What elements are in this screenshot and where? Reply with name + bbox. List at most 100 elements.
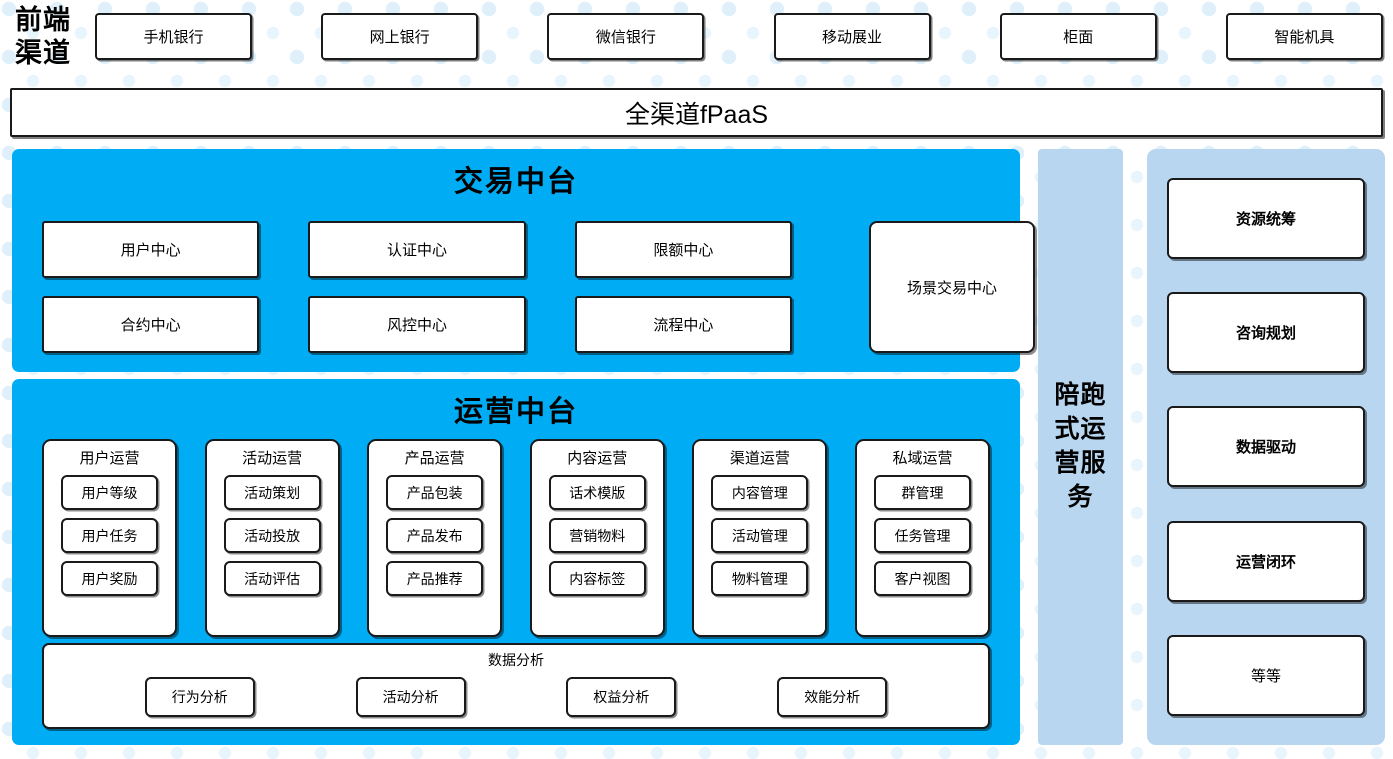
data-analysis-item-label: 权益分析 [593,689,650,705]
trade-center-scene-transaction[interactable]: 场景交易中心 [869,221,1035,353]
ops-item-label: 话术模版 [569,484,626,501]
ops-item[interactable]: 物料管理 [711,561,809,596]
ops-group-content: 内容运营 话术模版 营销物料 内容标签 [529,439,665,637]
ops-group-title: 渠道运营 [729,450,790,467]
data-analysis-item-label: 活动分析 [382,689,439,705]
fpaas-bar[interactable]: 全渠道fPaaS [10,88,1383,137]
ops-item[interactable]: 用户等级 [61,475,158,510]
ops-group-title: 内容运营 [567,450,628,467]
trade-center-limit[interactable]: 限额中心 [574,221,792,278]
service-box-etc[interactable]: 等等 [1167,635,1365,717]
ops-item[interactable]: 内容标签 [548,561,646,596]
ops-item[interactable]: 内容管理 [711,475,809,510]
channel-label: 移动展业 [822,29,883,46]
ops-item-label: 产品包装 [406,484,463,501]
service-label: 等等 [1250,668,1281,686]
ops-group-private-domain: 私域运营 群管理 任务管理 客户视图 [854,439,990,637]
trade-center-label: 风控中心 [386,317,447,334]
ops-item[interactable]: 用户任务 [61,518,158,553]
trade-platform-title: 交易中台 [453,166,578,198]
data-analysis-item-row: 行为分析 活动分析 权益分析 效能分析 [44,677,988,717]
data-analysis-item-label: 行为分析 [171,689,228,705]
ops-item[interactable]: 产品推荐 [386,561,484,596]
ops-item[interactable]: 用户奖励 [61,561,158,596]
trade-center-process[interactable]: 流程中心 [574,296,792,353]
ops-group-title: 产品运营 [404,450,465,467]
ops-item-label: 活动策划 [244,484,301,501]
trade-center-user[interactable]: 用户中心 [42,221,260,278]
channel-label: 手机银行 [143,29,204,46]
data-analysis-item-behavior[interactable]: 行为分析 [144,677,255,717]
channel-label: 柜面 [1063,29,1094,46]
data-analysis-item-benefit[interactable]: 权益分析 [566,677,677,717]
ops-item-label: 用户任务 [81,527,138,544]
ops-item-label: 内容管理 [731,484,788,501]
ops-item-label: 物料管理 [731,570,788,587]
service-box-ops-closed-loop[interactable]: 运营闭环 [1167,520,1365,602]
ops-item[interactable]: 活动投放 [223,518,321,553]
ops-item[interactable]: 客户视图 [873,561,971,596]
ops-item-label: 内容标签 [569,570,626,587]
ops-item[interactable]: 产品包装 [386,475,484,510]
trade-center-contract[interactable]: 合约中心 [42,296,260,353]
service-box-consulting-planning[interactable]: 咨询规划 [1167,292,1365,374]
ops-item-label: 用户等级 [81,484,138,501]
ops-item-label: 活动管理 [731,527,788,544]
channel-box-mobile-business[interactable]: 移动展业 [773,13,931,60]
service-box-data-driven[interactable]: 数据驱动 [1167,406,1365,488]
accompaniment-service-column: 陪跑式运营服务 [1038,149,1123,745]
ops-item[interactable]: 产品发布 [386,518,484,553]
ops-group-user: 用户运营 用户等级 用户任务 用户奖励 [42,439,177,637]
accompaniment-service-label: 陪跑式运营服务 [1054,382,1107,511]
trade-center-label: 合约中心 [120,317,181,334]
trade-center-riskcontrol[interactable]: 风控中心 [308,296,526,353]
ops-item-label: 活动评估 [244,570,301,587]
ops-group-title: 私域运营 [892,450,953,467]
data-analysis-item-label: 效能分析 [804,689,861,705]
ops-item[interactable]: 话术模版 [548,475,646,510]
ops-platform-title: 运营中台 [453,396,578,428]
channel-box-wechat-bank[interactable]: 微信银行 [547,13,705,60]
ops-group-channel: 渠道运营 内容管理 活动管理 物料管理 [692,439,828,637]
ops-item[interactable]: 活动评估 [223,561,321,596]
data-analysis-title: 数据分析 [488,652,544,668]
ops-item[interactable]: 营销物料 [548,518,646,553]
channel-label: 微信银行 [595,29,656,46]
data-analysis-item-efficiency[interactable]: 效能分析 [777,677,888,717]
ops-item[interactable]: 活动策划 [223,475,321,510]
service-label: 运营闭环 [1235,553,1296,571]
ops-item-label: 活动投放 [244,527,301,544]
ops-platform-panel: 运营中台 用户运营 用户等级 用户任务 用户奖励 活动运营 活动策划 活动投放 … [12,379,1020,745]
ops-group-title: 用户运营 [79,450,140,467]
ops-group-campaign: 活动运营 活动策划 活动投放 活动评估 [204,439,340,637]
ops-group-product: 产品运营 产品包装 产品发布 产品推荐 [367,439,503,637]
ops-item-label: 产品发布 [406,527,463,544]
ops-item[interactable]: 任务管理 [873,518,971,553]
data-analysis-strip: 数据分析 行为分析 活动分析 权益分析 效能分析 [42,643,990,729]
channel-row: 手机银行 网上银行 微信银行 移动展业 柜面 智能机具 [95,13,1383,60]
ops-item-label: 群管理 [901,484,944,501]
trade-center-label: 限额中心 [653,242,714,259]
service-label: 咨询规划 [1235,325,1296,343]
channel-box-smart-machine[interactable]: 智能机具 [1225,13,1383,60]
ops-group-row: 用户运营 用户等级 用户任务 用户奖励 活动运营 活动策划 活动投放 活动评估 … [42,439,990,637]
trade-center-label: 流程中心 [653,317,714,334]
front-channel-label-line1: 前端 [15,5,71,35]
front-channel-label: 前端 渠道 [4,4,82,70]
ops-item[interactable]: 群管理 [873,475,971,510]
channel-box-online-bank[interactable]: 网上银行 [321,13,479,60]
ops-item-label: 产品推荐 [406,570,463,587]
trade-center-grid: 用户中心 认证中心 限额中心 合约中心 风控中心 流程中心 [42,221,792,353]
channel-label: 网上银行 [369,29,430,46]
front-channel-label-line2: 渠道 [15,38,71,68]
channel-box-mobile-bank[interactable]: 手机银行 [95,13,252,60]
service-box-resource-coordination[interactable]: 资源统筹 [1167,177,1365,259]
channel-box-counter[interactable]: 柜面 [999,13,1157,60]
data-analysis-item-campaign[interactable]: 活动分析 [355,677,466,717]
ops-item-label: 任务管理 [894,527,951,544]
channel-label: 智能机具 [1274,29,1335,46]
ops-item[interactable]: 活动管理 [711,518,809,553]
service-label: 资源统筹 [1235,210,1296,228]
trade-center-auth[interactable]: 认证中心 [308,221,526,278]
